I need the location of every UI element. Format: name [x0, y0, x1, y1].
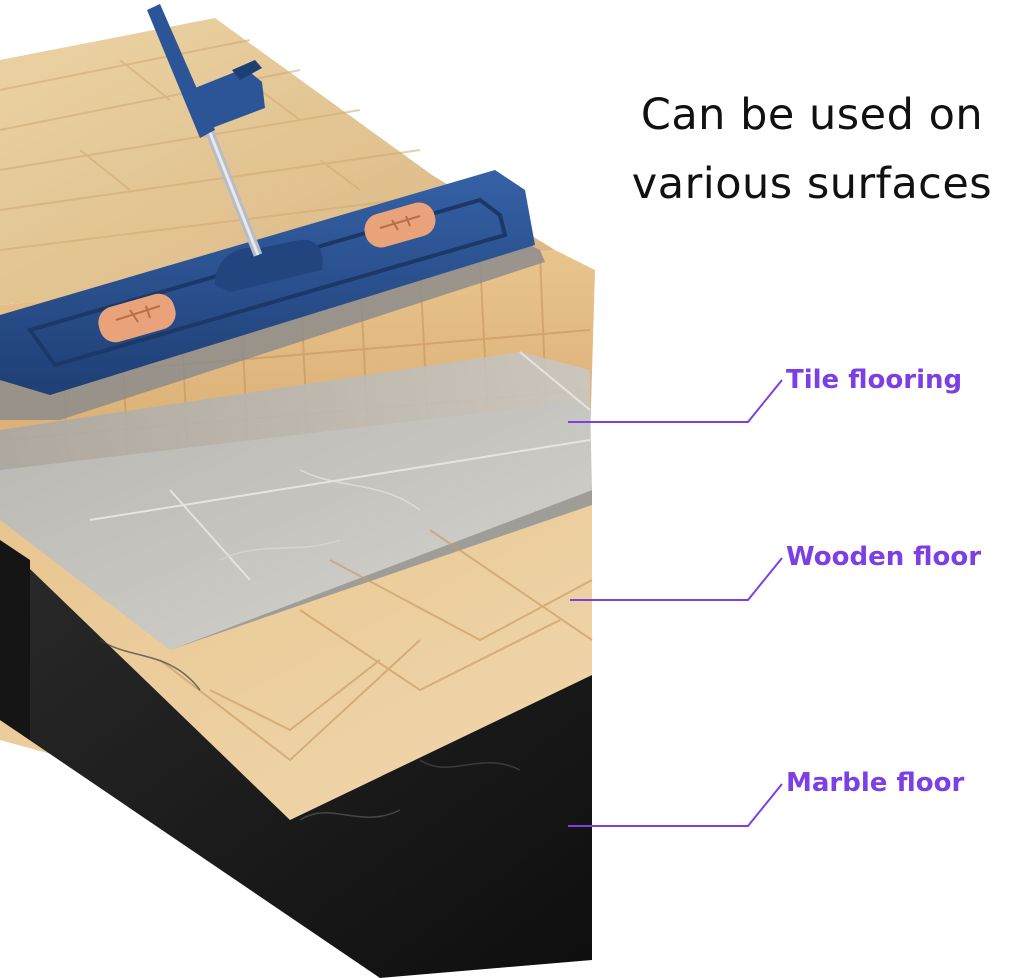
- label-marble-floor: Marble floor: [786, 768, 965, 798]
- callout-line-marble: [568, 783, 783, 827]
- marble-block: [0, 540, 592, 978]
- headline-line-2: various surfaces: [631, 159, 993, 209]
- headline-line-1: Can be used on: [640, 90, 984, 140]
- flat-mop-icon: [0, 4, 545, 420]
- leaf-logo-icon: [98, 293, 176, 343]
- label-tile-flooring: Tile flooring: [786, 365, 963, 395]
- leaf-logo-icon: [364, 202, 436, 248]
- callout-line-wood: [570, 557, 783, 601]
- label-wooden-floor: Wooden floor: [786, 542, 982, 572]
- callout-line-tile: [568, 379, 783, 423]
